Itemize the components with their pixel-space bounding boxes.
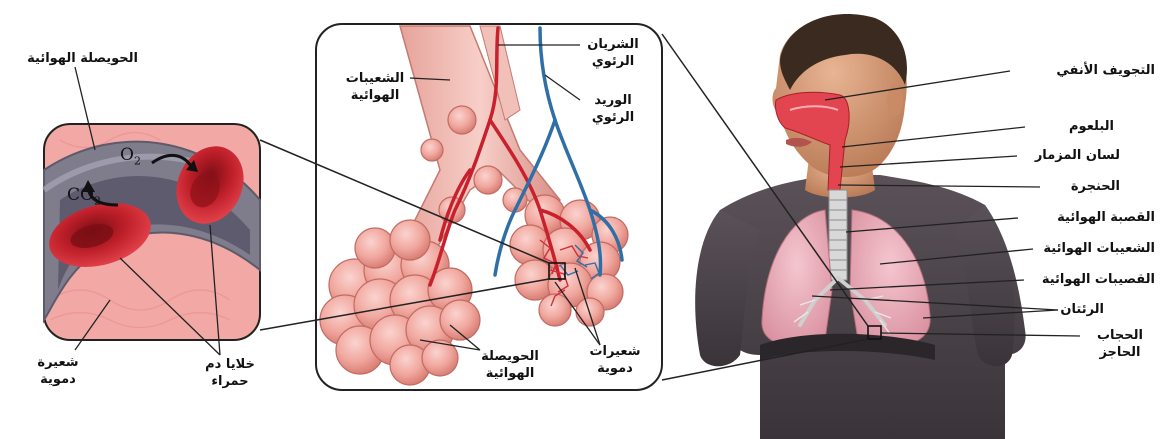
alveolus-closeup-panel	[42, 124, 260, 340]
label-red-blood-cells: خلايا دم حمراء	[190, 356, 270, 390]
label-alveoli-middle: الحويصلة الهوائية	[470, 348, 550, 382]
label-epiglottis: لسان المزمار	[1035, 147, 1120, 164]
label-pulmonary-artery: الشريان الرئوي	[580, 36, 646, 70]
label-bronchi: الشعيبات الهوائية	[1043, 240, 1155, 257]
label-lungs: الرئتان	[1060, 301, 1104, 318]
label-capillaries-middle: شعيرات دموية	[580, 343, 650, 377]
oxygen-formula: O2	[120, 145, 141, 167]
label-bronchioles-right: القصيبات الهوائية	[1042, 271, 1155, 288]
label-larynx: الحنجرة	[1071, 178, 1120, 195]
label-alveolus-left: الحويصلة الهوائية	[27, 50, 138, 67]
carbon-dioxide-formula: CO2	[67, 185, 101, 207]
label-pulmonary-vein: الوريد الرئوي	[580, 92, 646, 126]
label-trachea: القصبة الهوائية	[1057, 209, 1155, 226]
label-capillary-left: شعيرة دموية	[28, 354, 88, 388]
label-bronchioles-middle: الشعيبات الهوائية	[340, 70, 410, 104]
label-diaphragm: الحجاب الحاجز	[1084, 327, 1156, 361]
label-nasal-cavity: التجويف الأنفي	[1056, 62, 1155, 79]
label-pharynx: البلعوم	[1069, 118, 1114, 135]
human-figure	[695, 14, 1025, 439]
